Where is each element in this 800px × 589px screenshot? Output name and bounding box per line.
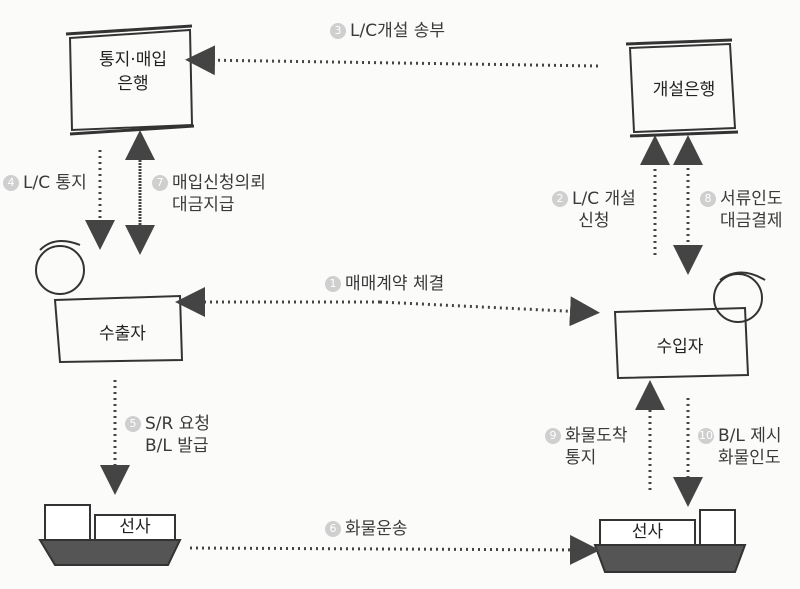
carrier-right-label: 선사: [631, 522, 664, 542]
step-number-badge: 1: [325, 276, 341, 292]
step-number-badge: 6: [325, 521, 341, 537]
advising-bank-line2: 은행: [117, 74, 149, 94]
step-text: L/C개설 송부: [350, 21, 446, 41]
step-text-2: 신청: [578, 211, 610, 231]
step-text: 매입신청의뢰: [172, 173, 266, 193]
step-text-2: 대금지급: [172, 195, 235, 215]
importer-label: 수입자: [656, 337, 704, 357]
step-text-2: 화물인도: [718, 448, 781, 468]
ship-left: [38, 504, 182, 566]
carrier-left-label: 선사: [119, 517, 151, 537]
step-text: 화물도착: [565, 426, 628, 446]
step-text: S/R 요청: [145, 414, 211, 434]
step-text: L/C 개설: [572, 189, 636, 209]
step-number-badge: 5: [125, 416, 141, 432]
step-number-badge: 4: [3, 175, 19, 191]
step-number-badge: 3: [330, 23, 346, 39]
advising-bank-line1: 통지·매입: [99, 50, 167, 70]
importer-figure: [613, 271, 766, 380]
issuing-bank-label: 개설은행: [652, 80, 716, 100]
step-number-badge: 2: [552, 191, 568, 207]
step-number-badge: 7: [152, 175, 168, 191]
step-number-badge: 9: [545, 428, 561, 444]
step-text: B/L 제시: [718, 426, 782, 446]
step-text: 서류인도: [720, 189, 783, 209]
step-text: L/C 통지: [23, 173, 87, 193]
exporter-label: 수출자: [99, 324, 146, 344]
step-text-2: B/L 발급: [145, 436, 209, 456]
step-text: 화물운송: [345, 519, 408, 539]
ship-right: [593, 509, 747, 573]
exporter-figure: [35, 240, 184, 364]
step-text-2: 대금결제: [720, 211, 783, 231]
flow-arrows: [85, 45, 703, 565]
step-number-badge: 8: [700, 191, 716, 207]
step-text-2: 통지: [565, 448, 597, 468]
step-text: 매매계약 체결: [345, 274, 445, 294]
step-number-badge: 10: [698, 428, 714, 444]
